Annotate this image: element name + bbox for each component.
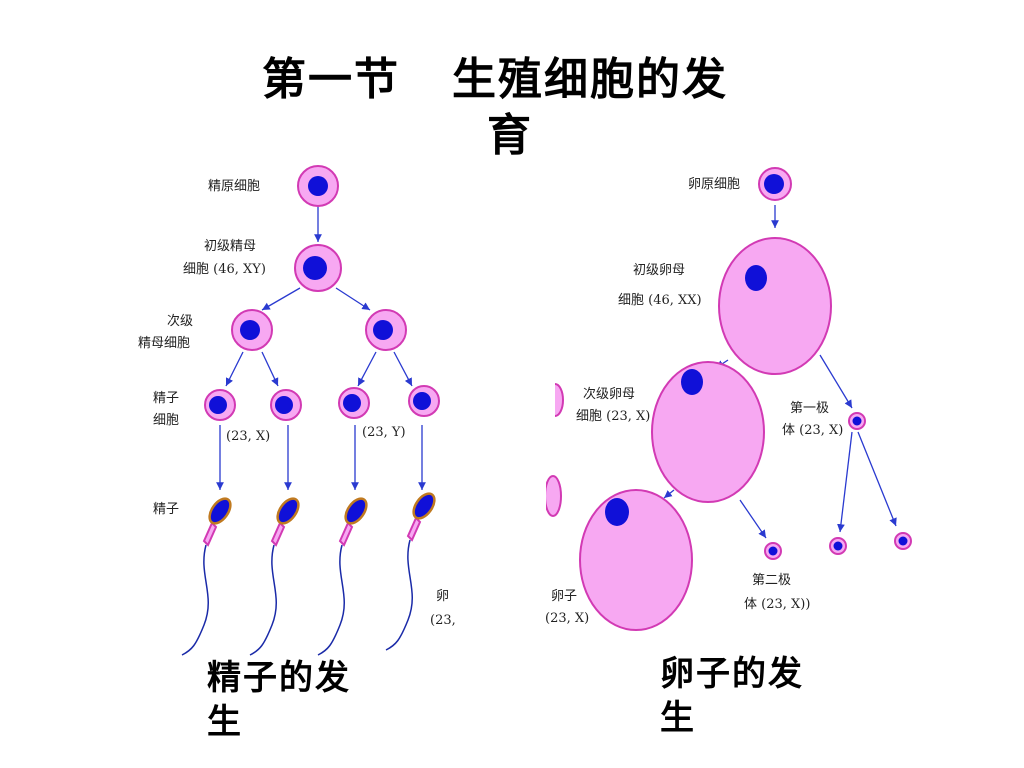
ovum-cell bbox=[579, 489, 693, 631]
nucleus bbox=[833, 541, 843, 551]
label-karyotype-x: (23, X) bbox=[226, 429, 270, 444]
arrow bbox=[261, 287, 301, 311]
title-text-line2: 育 bbox=[487, 110, 533, 161]
caption-oogenesis: 卵子的发 生 bbox=[660, 652, 820, 740]
label-oogonium: 卵原细胞 bbox=[688, 177, 740, 192]
label-spermatogonium: 精原细胞 bbox=[208, 179, 260, 194]
oogenesis-diagram: 卵原细胞 初级卵母 细胞 (46, XX) 次级卵母 细胞 (23, X) 第一… bbox=[536, 167, 912, 631]
label-sperm: 精子 bbox=[153, 502, 179, 517]
arrow bbox=[225, 351, 244, 387]
label-second-polar-body: 第二极 bbox=[752, 573, 791, 588]
nucleus bbox=[308, 176, 328, 196]
nucleus bbox=[745, 265, 767, 291]
label-secondary-spermatocyte-2: 精母细胞 bbox=[138, 336, 190, 351]
label-karyotype-y: (23, Y) bbox=[362, 425, 406, 440]
spermatogenesis-diagram: 精原细胞 初级精母 细胞 (46, XY) 次级 精母细胞 精子 细胞 (23,… bbox=[138, 165, 456, 656]
caption-text-line2: 生 bbox=[207, 702, 243, 742]
arrow bbox=[335, 287, 371, 311]
label-second-polar-body-karyotype: 体 (23, X)) bbox=[744, 597, 810, 612]
nucleus bbox=[373, 320, 393, 340]
label-primary-spermatocyte: 初级精母 bbox=[204, 239, 256, 254]
nucleus bbox=[343, 394, 361, 412]
arrow bbox=[739, 499, 767, 539]
partial-cell bbox=[544, 475, 562, 517]
arrow bbox=[837, 431, 853, 533]
sperm bbox=[181, 497, 232, 656]
sperm bbox=[317, 497, 368, 656]
nucleus bbox=[209, 396, 227, 414]
nucleus bbox=[768, 546, 778, 556]
nucleus bbox=[681, 369, 703, 395]
sperm bbox=[385, 492, 436, 651]
label-secondary-spermatocyte: 次级 bbox=[167, 313, 193, 329]
label-first-polar-body-karyotype: 体 (23, X) bbox=[782, 423, 843, 438]
caption-text-line2: 生 bbox=[660, 698, 696, 738]
caption-text: 卵子的发 bbox=[660, 654, 804, 694]
label-primary-oocyte: 初级卵母 bbox=[633, 263, 685, 278]
nucleus bbox=[852, 416, 862, 426]
arrow bbox=[393, 351, 413, 387]
label-secondary-oocyte-karyotype: 细胞 (23, X) bbox=[576, 409, 650, 424]
nucleus bbox=[764, 174, 784, 194]
label-ovum: 卵子 bbox=[551, 589, 577, 604]
label-ovum-karyotype: (23, X) bbox=[545, 611, 589, 626]
partial-cell bbox=[547, 384, 563, 416]
arrow bbox=[261, 351, 279, 387]
label-cut-fragment-2: (23, bbox=[430, 613, 456, 628]
nucleus bbox=[240, 320, 260, 340]
nucleus bbox=[898, 536, 908, 546]
secondary-oocyte-cell bbox=[651, 361, 765, 503]
nucleus bbox=[413, 392, 431, 410]
label-spermatid-2: 细胞 bbox=[153, 413, 179, 428]
label-spermatid: 精子 bbox=[153, 391, 179, 406]
caption-text: 精子的发 bbox=[207, 658, 351, 698]
nucleus bbox=[275, 396, 293, 414]
caption-spermatogenesis: 精子的发 生 bbox=[207, 656, 367, 744]
nucleus bbox=[303, 256, 327, 280]
nucleus bbox=[605, 498, 629, 526]
arrow bbox=[819, 354, 853, 409]
label-secondary-oocyte: 次级卵母 bbox=[583, 386, 635, 402]
label-cut-fragment: 卵 bbox=[436, 589, 449, 604]
arrow bbox=[357, 351, 377, 387]
title-section: 第一节 bbox=[262, 54, 400, 105]
label-first-polar-body: 第一极 bbox=[790, 401, 829, 416]
title-text: 生殖细胞的发 bbox=[452, 54, 728, 105]
label-primary-spermatocyte-karyotype: 细胞 (46, XY) bbox=[183, 262, 266, 277]
arrow bbox=[857, 431, 897, 527]
label-primary-oocyte-karyotype: 细胞 (46, XX) bbox=[618, 293, 702, 308]
image-edge-mask bbox=[536, 370, 546, 530]
primary-oocyte-cell bbox=[718, 237, 832, 375]
arrow bbox=[663, 489, 675, 499]
page-title: 第一节 生殖细胞的发 育 bbox=[262, 52, 782, 164]
sperm bbox=[249, 497, 300, 656]
